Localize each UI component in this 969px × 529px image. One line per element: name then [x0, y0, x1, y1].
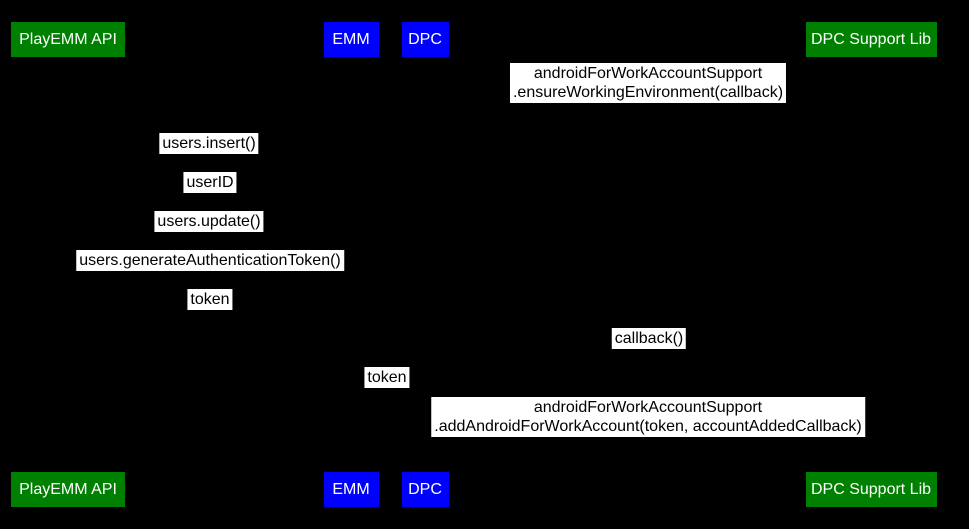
message-text-line: users.insert(): [162, 135, 256, 152]
participant-label: DPC Support Lib: [810, 30, 932, 48]
message-label-ensure-working-environment: androidForWorkAccountSupport .ensureWorki…: [509, 63, 787, 103]
participant-box-emm-top: EMM: [323, 22, 379, 57]
message-text-line: .addAndroidForWorkAccount(token, account…: [434, 418, 862, 435]
participant-label: DPC: [408, 480, 442, 498]
message-text-line: users.update(): [157, 213, 261, 230]
message-text-line: callback(): [614, 330, 684, 347]
participant-label: EMM: [332, 480, 370, 498]
message-text-line: .ensureWorkingEnvironment(callback): [512, 84, 784, 101]
participant-box-emm-bottom: EMM: [323, 472, 379, 507]
message-label-users-update: users.update(): [154, 211, 264, 232]
participant-label: EMM: [332, 30, 370, 48]
message-text-line: androidForWorkAccountSupport: [533, 399, 763, 416]
participant-box-playemm-api-top: PlayEMM API: [11, 22, 125, 57]
participant-box-dpc-top: DPC: [401, 22, 449, 57]
message-text-line: userID: [186, 174, 234, 191]
participant-box-dpc-support-lib-bottom: DPC Support Lib: [805, 472, 937, 507]
participant-label: DPC Support Lib: [810, 480, 932, 498]
message-label-users-generate-authentication-token: users.generateAuthenticationToken(): [76, 250, 344, 271]
message-label-token-to-dpc: token: [364, 367, 410, 388]
message-text-line: androidForWorkAccountSupport: [533, 65, 763, 82]
participant-box-playemm-api-bottom: PlayEMM API: [11, 472, 125, 507]
participant-label: PlayEMM API: [19, 480, 117, 498]
participant-label: DPC: [408, 30, 442, 48]
participant-box-dpc-support-lib-top: DPC Support Lib: [805, 22, 937, 57]
message-label-token-to-emm: token: [187, 289, 233, 310]
message-text-line: token: [367, 369, 407, 386]
message-label-users-insert: users.insert(): [159, 133, 259, 154]
message-text-line: users.generateAuthenticationToken(): [79, 252, 341, 269]
message-label-callback: callback(): [611, 328, 687, 349]
message-label-add-android-for-work-account: androidForWorkAccountSupport .addAndroidF…: [431, 397, 865, 437]
participant-box-dpc-bottom: DPC: [401, 472, 449, 507]
participant-label: PlayEMM API: [19, 30, 117, 48]
message-label-user-id: userID: [183, 172, 237, 193]
message-text-line: token: [190, 291, 230, 308]
